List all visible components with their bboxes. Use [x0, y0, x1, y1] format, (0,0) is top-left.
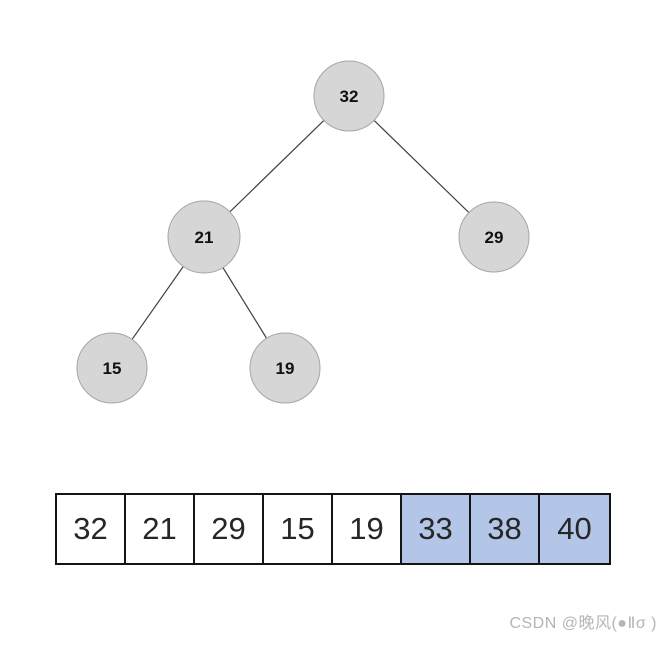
tree-node-label: 29 — [485, 228, 504, 247]
array-cell-highlighted: 40 — [540, 495, 609, 563]
tree-node-circle — [76, 332, 148, 404]
array-cell-highlighted: 38 — [471, 495, 540, 563]
array-row: 32 21 29 15 19 33 38 40 — [55, 493, 611, 565]
binary-tree-diagram: 32 21 29 15 19 — [76, 60, 530, 404]
csdn-watermark: CSDN @晚风(●Ⅱσ ) — [509, 615, 657, 632]
array-cell: 19 — [333, 495, 402, 563]
tree-node-circle — [458, 201, 530, 273]
tree-node-left-left: 15 — [76, 332, 148, 404]
tree-node-circle — [167, 200, 241, 274]
tree-node-circle — [313, 60, 385, 132]
array-cell: 29 — [195, 495, 264, 563]
tree-node-circle — [249, 332, 321, 404]
tree-node-left: 21 — [167, 200, 241, 274]
tree-node-label: 19 — [276, 359, 295, 378]
array-cell-highlighted: 33 — [402, 495, 471, 563]
tree-node-label: 21 — [195, 228, 214, 247]
tree-node-label: 15 — [103, 359, 122, 378]
array-cell: 21 — [126, 495, 195, 563]
tree-node-root: 32 — [313, 60, 385, 132]
array-cell: 32 — [57, 495, 126, 563]
tree-node-right: 29 — [458, 201, 530, 273]
tree-node-left-right: 19 — [249, 332, 321, 404]
tree-node-label: 32 — [340, 87, 359, 106]
array-cell: 15 — [264, 495, 333, 563]
